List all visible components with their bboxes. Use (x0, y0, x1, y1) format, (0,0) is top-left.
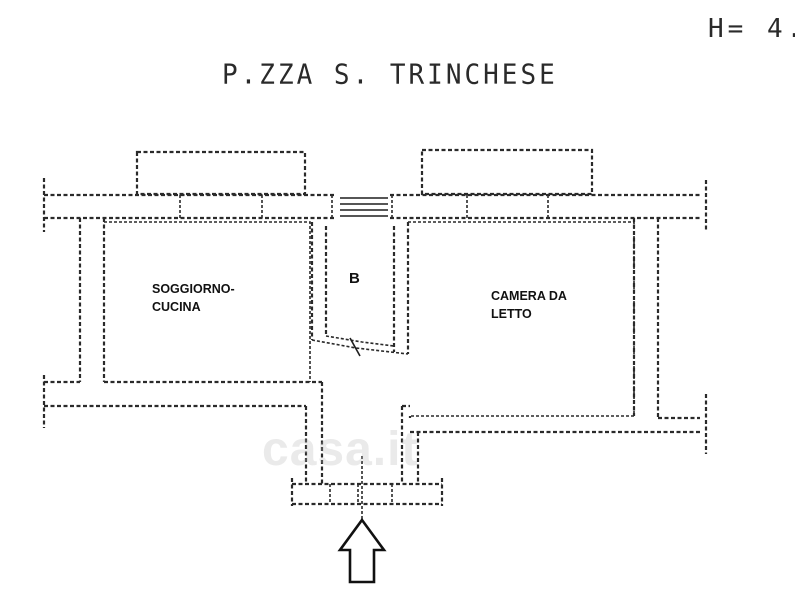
balcony-left (135, 150, 307, 196)
height-label: H= 4. (708, 14, 795, 44)
room-label-soggiorno: SOGGIORNO- CUCINA (152, 282, 235, 314)
top-wall (42, 178, 708, 232)
entrance-arrow-icon (337, 517, 387, 584)
right-wall (632, 218, 708, 454)
soggiorno-outline (104, 221, 311, 382)
watermark: casa.it (262, 423, 419, 476)
room-label-camera: CAMERA DA LETTO (491, 289, 567, 321)
room-label-bagno: B (349, 270, 360, 287)
bottom-right-wall (400, 404, 700, 484)
balcony-right (420, 148, 594, 196)
bathroom-walls (310, 222, 410, 357)
entrance-landing (290, 456, 444, 520)
left-wall (42, 218, 106, 428)
bathroom-window (340, 197, 388, 217)
street-label: P.ZZA S. TRINCHESE (222, 59, 558, 91)
bottom-left-wall (44, 380, 324, 484)
